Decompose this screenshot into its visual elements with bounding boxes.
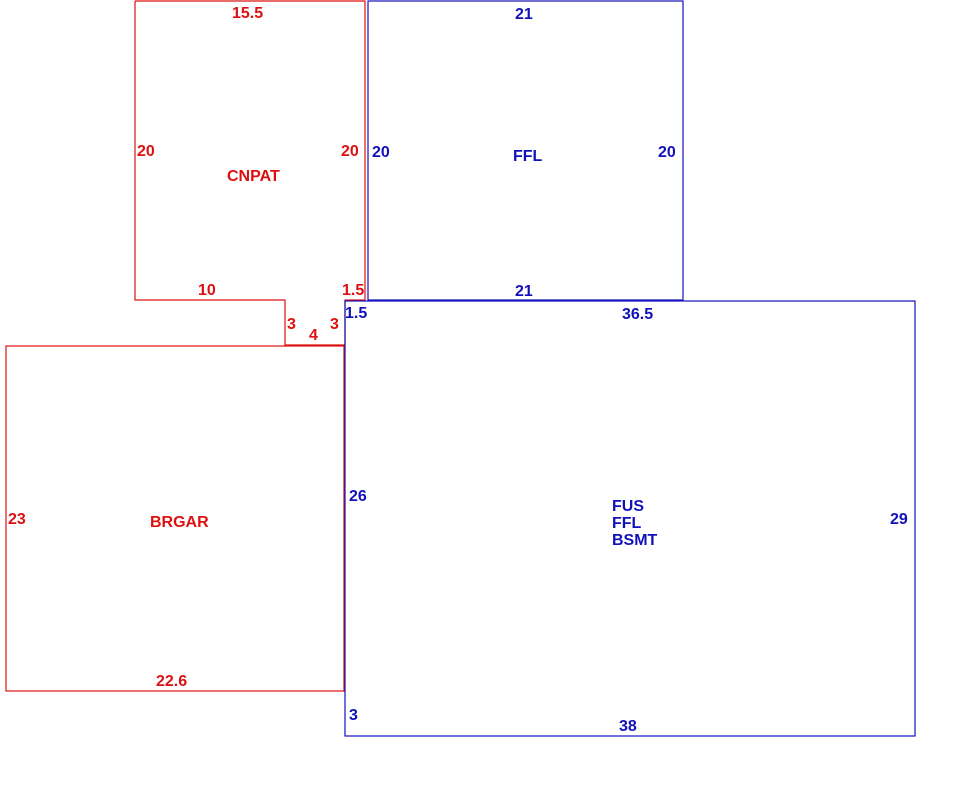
main-dim-bottom: 38 — [619, 718, 637, 735]
ffl-dim-left: 20 — [372, 144, 390, 161]
ffl-label: FFL — [513, 148, 543, 165]
main-dim-bottom-left: 3 — [349, 707, 358, 724]
main-dim-top: 36.5 — [622, 306, 653, 323]
brgar-dim-left: 23 — [8, 511, 26, 528]
main-label-bsmt: BSMT — [612, 532, 658, 549]
brgar-label: BRGAR — [150, 514, 209, 531]
cnpat-dim-top: 15.5 — [232, 5, 263, 22]
ffl-dim-bottom: 21 — [515, 283, 533, 300]
ffl-dim-top: 21 — [515, 6, 533, 23]
main-dim-right: 29 — [890, 511, 908, 528]
ffl-dim-right: 20 — [658, 144, 676, 161]
cnpat-dim-notch-left: 3 — [287, 316, 296, 333]
cnpat-dim-right: 20 — [341, 143, 359, 160]
cnpat-label: CNPAT — [227, 168, 280, 185]
cnpat-dim-left: 20 — [137, 143, 155, 160]
main-label-fus: FUS — [612, 498, 644, 515]
main-dim-left: 26 — [349, 488, 367, 505]
cnpat-dim-notch-right: 3 — [330, 316, 339, 333]
main-outline — [344, 300, 916, 737]
ffl-outline — [367, 0, 684, 301]
cnpat-dim-step: 1.5 — [342, 282, 364, 299]
brgar-dim-bottom: 22.6 — [156, 673, 187, 690]
cnpat-dim-notch-bottom: 4 — [309, 327, 318, 344]
brgar-outline — [5, 345, 345, 692]
main-label-ffl: FFL — [612, 515, 642, 532]
cnpat-dim-bottom: 10 — [198, 282, 216, 299]
main-dim-top-left: 1.5 — [345, 305, 367, 322]
